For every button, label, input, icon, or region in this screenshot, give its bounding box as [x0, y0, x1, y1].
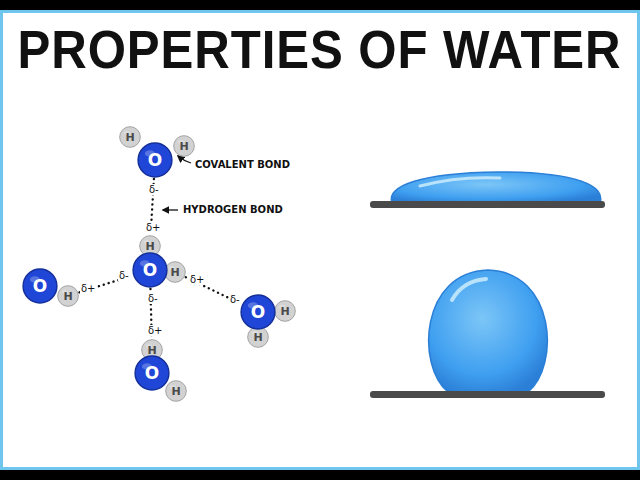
atom-fill: [133, 253, 167, 287]
atom-symbol: H: [125, 132, 134, 143]
partial-charge: δ+: [145, 222, 162, 233]
hydrogen-atom: H: [57, 285, 79, 307]
oxygen-atom: O: [240, 294, 276, 330]
partial-charge: δ-: [118, 270, 130, 281]
partial-charge: δ+: [189, 274, 206, 285]
atom-symbol: H: [253, 332, 262, 343]
round-droplet: [429, 270, 548, 392]
atom-fill: [174, 136, 195, 157]
atom-symbol: O: [33, 278, 47, 295]
atom-fill: [241, 295, 275, 329]
atom-fill: [138, 143, 172, 177]
atom-symbol: O: [148, 152, 162, 169]
surface-bar: [370, 391, 605, 398]
atom-fill: [165, 262, 186, 283]
atom-symbol: H: [179, 141, 188, 152]
oxygen-atom: O: [22, 268, 58, 304]
oxygen-atom: O: [137, 142, 173, 178]
partial-charge: δ-: [229, 294, 241, 305]
title: PROPERTIES OF WATER: [18, 22, 622, 76]
panel-border: [2, 12, 639, 469]
atom-symbol: H: [145, 241, 154, 252]
oxygen-atom: O: [132, 252, 168, 288]
atom-fill: [120, 127, 141, 148]
atom-symbol: O: [145, 365, 159, 382]
atom-fill: [275, 301, 296, 322]
atom-symbol: H: [147, 345, 156, 356]
atom-fill: [166, 381, 187, 402]
surface-bar: [370, 201, 605, 208]
partial-charge: δ+: [80, 283, 97, 294]
atom-fill: [135, 356, 169, 390]
hydrogen-atom: H: [274, 300, 296, 322]
partial-charge: δ-: [148, 184, 160, 195]
hydrogen-atom: H: [165, 380, 187, 402]
hydrogen-atom: H: [119, 126, 141, 148]
white-panel: [0, 10, 640, 470]
bond-label: COVALENT BOND: [194, 159, 291, 170]
oxygen-atom: O: [134, 355, 170, 391]
bond-label: HYDROGEN BOND: [182, 204, 284, 215]
flat-droplet: [391, 172, 600, 203]
atom-symbol: H: [171, 386, 180, 397]
partial-charge: δ-: [147, 293, 159, 304]
droplet-highlight: [452, 279, 486, 300]
atom-symbol: H: [170, 267, 179, 278]
partial-charge: δ+: [147, 325, 164, 336]
atom-symbol: O: [143, 262, 157, 279]
atom-symbol: H: [280, 306, 289, 317]
atom-symbol: O: [251, 304, 265, 321]
leader-arrow: [163, 209, 178, 210]
atom-fill: [23, 269, 57, 303]
hydrogen-atom: H: [173, 135, 195, 157]
atom-symbol: H: [63, 291, 72, 302]
atom-fill: [58, 286, 79, 307]
droplet-highlight: [420, 178, 500, 186]
leader-arrow: [178, 156, 191, 163]
atom-fill: [248, 327, 269, 348]
